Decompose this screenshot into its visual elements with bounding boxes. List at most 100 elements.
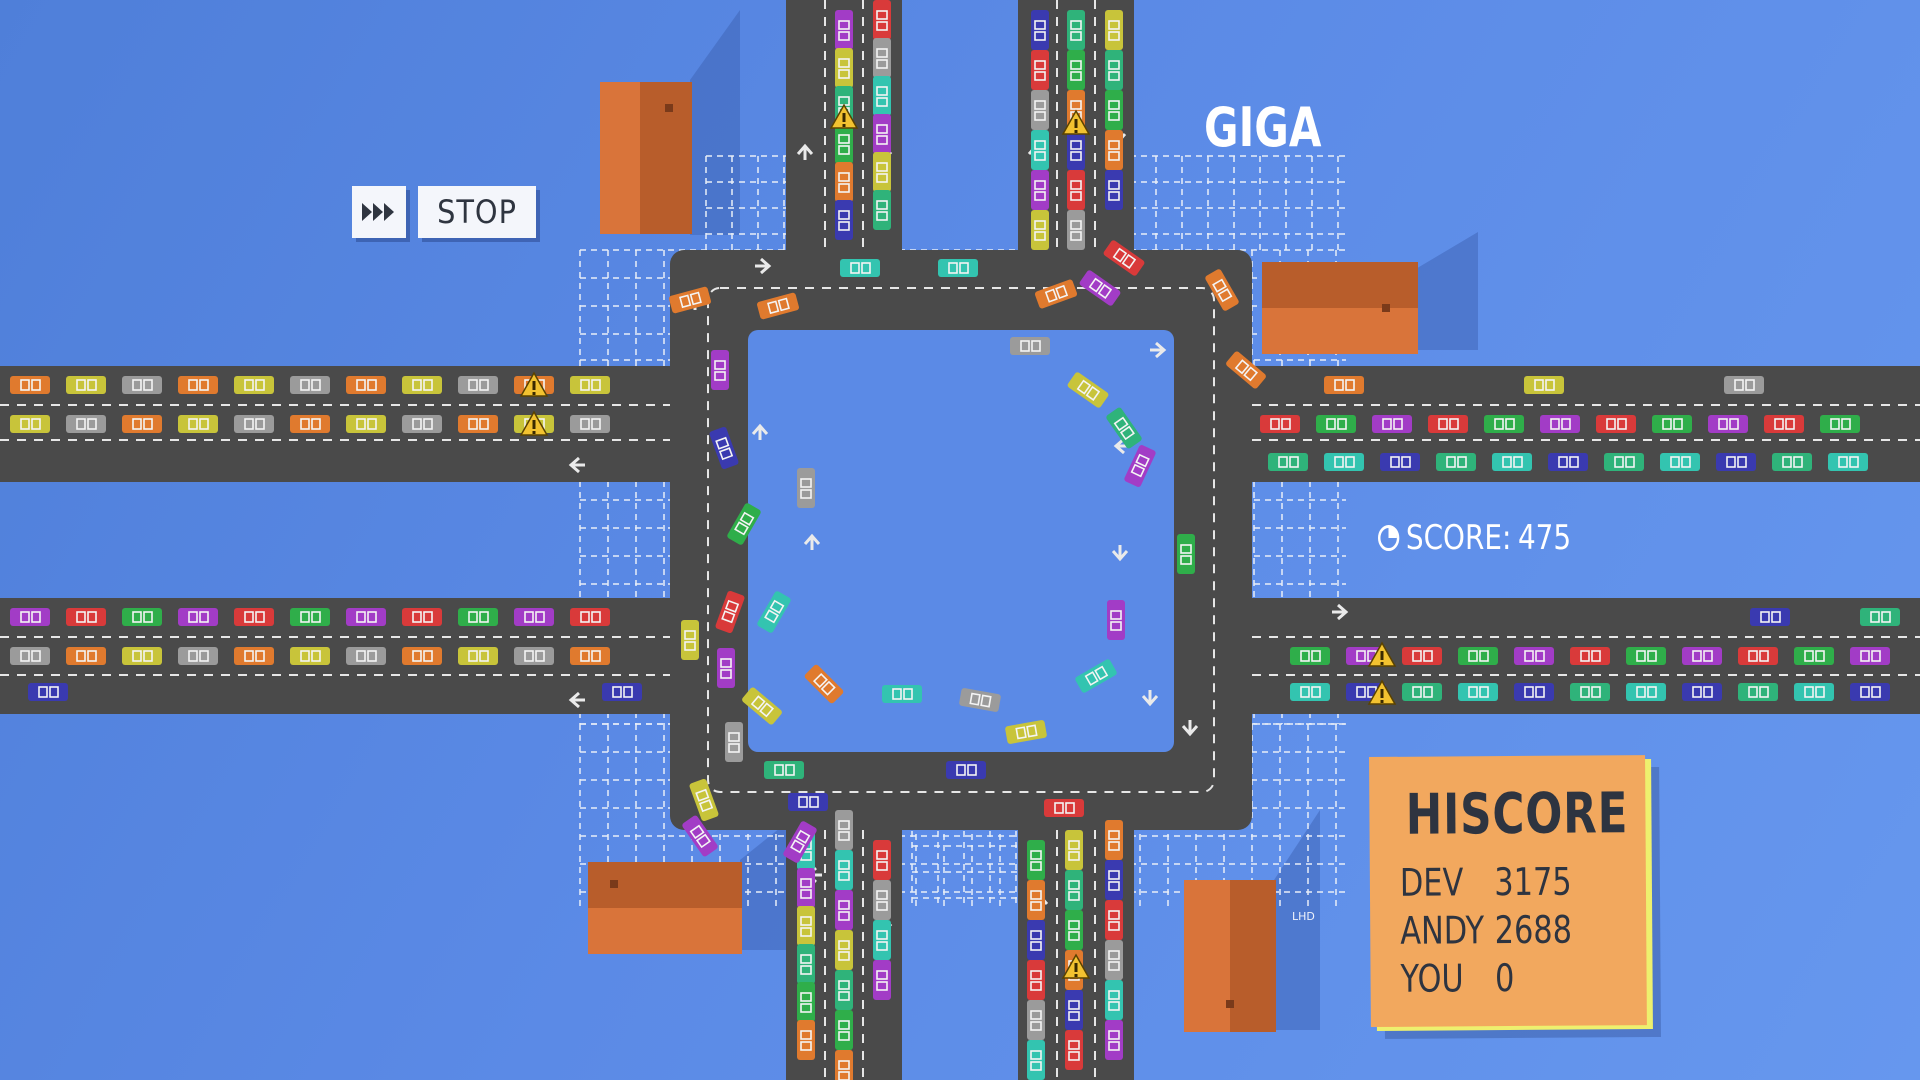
car xyxy=(290,608,330,626)
car xyxy=(1010,337,1050,355)
car xyxy=(346,608,386,626)
car xyxy=(1031,10,1049,50)
car xyxy=(290,376,330,394)
car xyxy=(835,162,853,202)
car xyxy=(1065,870,1083,910)
car xyxy=(882,685,922,703)
car xyxy=(1596,415,1636,433)
car xyxy=(1724,376,1764,394)
car xyxy=(1570,647,1610,665)
car xyxy=(1079,270,1121,306)
car xyxy=(122,415,162,433)
warnings xyxy=(519,103,1397,979)
car xyxy=(681,620,699,660)
car xyxy=(1005,720,1047,744)
car xyxy=(783,821,817,863)
car xyxy=(959,688,1001,712)
car xyxy=(1514,647,1554,665)
car xyxy=(873,152,891,192)
car xyxy=(1105,820,1123,860)
car xyxy=(1027,960,1045,1000)
car xyxy=(178,608,218,626)
car xyxy=(1105,940,1123,980)
car xyxy=(1436,453,1476,471)
car xyxy=(1105,860,1123,900)
car xyxy=(346,647,386,665)
car xyxy=(1107,600,1125,640)
building xyxy=(1184,880,1276,1032)
car xyxy=(797,868,815,908)
car xyxy=(1031,90,1049,130)
warning-icon xyxy=(519,371,549,397)
car xyxy=(873,880,891,920)
car xyxy=(1106,407,1142,449)
car xyxy=(1794,683,1834,701)
car xyxy=(797,982,815,1022)
road-west-upper xyxy=(0,366,680,482)
car xyxy=(1205,269,1239,311)
warning-icon xyxy=(1061,109,1091,135)
car xyxy=(1738,683,1778,701)
car xyxy=(797,1020,815,1060)
hiscore-score: 2688 xyxy=(1494,907,1573,953)
turn-arrow xyxy=(1150,341,1167,359)
fast-forward-button[interactable] xyxy=(352,186,406,238)
car xyxy=(66,415,106,433)
car xyxy=(402,608,442,626)
roundabout-island xyxy=(748,330,1174,752)
car xyxy=(1105,980,1123,1020)
car xyxy=(402,415,442,433)
warning-icon xyxy=(519,410,549,436)
car xyxy=(602,683,642,701)
car xyxy=(66,608,106,626)
map-title: GIGA xyxy=(1204,96,1322,159)
car xyxy=(1103,240,1145,276)
car xyxy=(10,376,50,394)
car xyxy=(1828,453,1868,471)
corner-label: LHD xyxy=(1292,910,1315,923)
car xyxy=(1067,170,1085,210)
warning-icon xyxy=(829,103,859,129)
car xyxy=(1075,659,1117,693)
car xyxy=(1031,130,1049,170)
car xyxy=(1105,900,1123,940)
car xyxy=(346,415,386,433)
car xyxy=(1484,415,1524,433)
car xyxy=(835,48,853,88)
warning-icon xyxy=(1367,641,1397,667)
car xyxy=(1065,910,1083,950)
car xyxy=(1524,376,1564,394)
car xyxy=(234,647,274,665)
turn-arrow xyxy=(796,143,814,160)
car xyxy=(1034,279,1078,309)
score-value: 475 xyxy=(1517,518,1572,558)
car xyxy=(234,608,274,626)
car xyxy=(458,647,498,665)
turn-arrow xyxy=(1332,603,1349,621)
car xyxy=(66,647,106,665)
car xyxy=(835,200,853,240)
hiscore-card: HISCORE DEV 3175 ANDY 2688 YOU 0 xyxy=(1375,759,1653,1031)
hiscore-name: ANDY xyxy=(1400,908,1485,953)
car xyxy=(122,608,162,626)
car xyxy=(1860,608,1900,626)
stop-button[interactable]: STOP xyxy=(418,186,536,238)
building xyxy=(588,862,742,954)
car xyxy=(946,761,986,779)
car xyxy=(178,376,218,394)
car xyxy=(757,292,799,320)
hiscore-name: YOU xyxy=(1400,956,1464,1001)
car xyxy=(234,376,274,394)
turn-arrow xyxy=(1141,690,1159,707)
car xyxy=(1031,50,1049,90)
car xyxy=(1290,683,1330,701)
car xyxy=(1027,880,1045,920)
car xyxy=(1660,453,1700,471)
car xyxy=(1682,683,1722,701)
car xyxy=(1738,647,1778,665)
car xyxy=(727,503,761,545)
car xyxy=(1067,50,1085,90)
turn-arrow xyxy=(1181,720,1199,737)
clock-icon xyxy=(1378,525,1400,551)
car xyxy=(1324,376,1364,394)
